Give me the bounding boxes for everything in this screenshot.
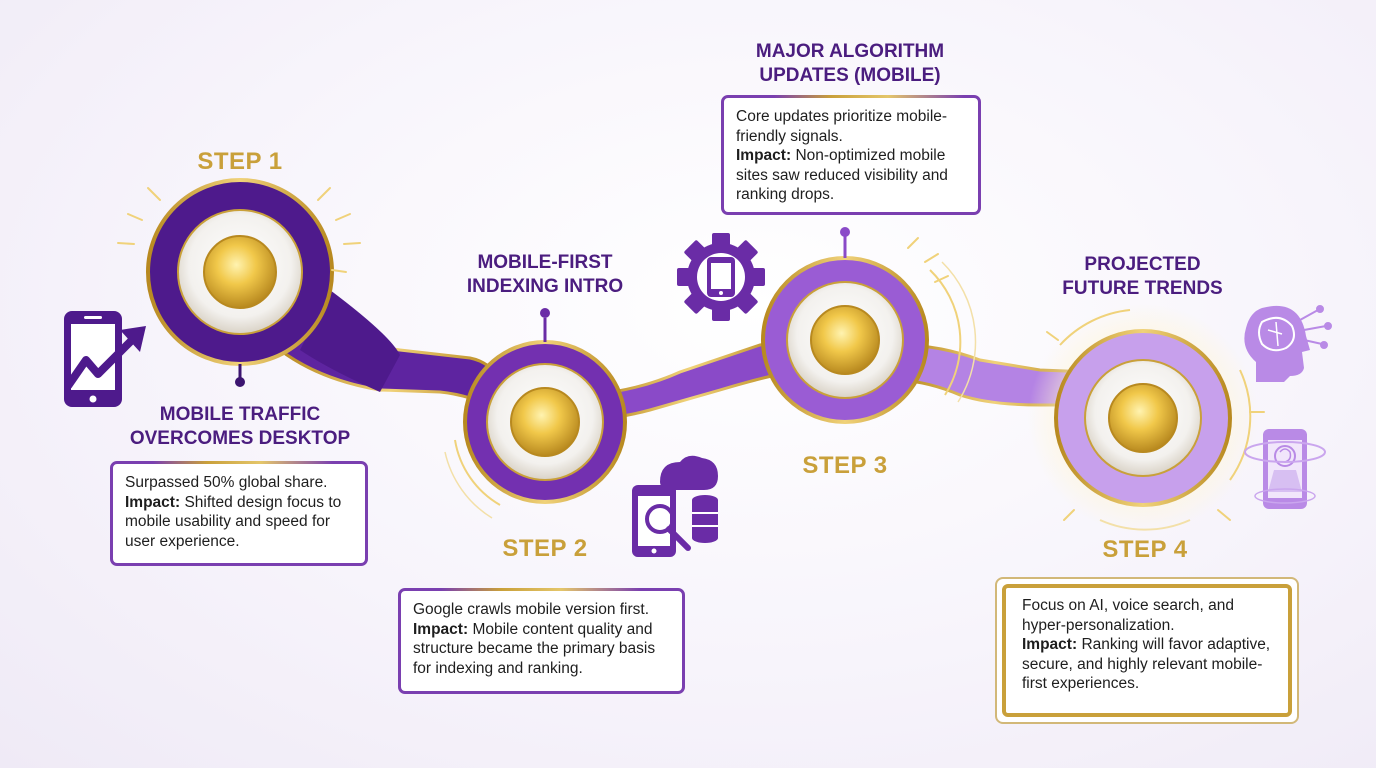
- step-3-label: STEP 3: [802, 452, 888, 479]
- card-accent-bar: [441, 588, 641, 591]
- step-1-label: STEP 1: [197, 148, 283, 175]
- step-3-title: MAJOR ALGORITHM UPDATES (MOBILE): [755, 41, 945, 86]
- step-2-label: STEP 2: [502, 535, 588, 562]
- step-2-title: MOBILE-FIRST INDEXING INTRO: [466, 252, 624, 297]
- step-2-node: [444, 308, 627, 519]
- impact-label: Impact:: [125, 493, 181, 511]
- step-4-title: PROJECTED FUTURE TRENDS: [1062, 254, 1223, 299]
- step-4-node: [1028, 303, 1265, 533]
- impact-label: Impact:: [413, 620, 469, 638]
- impact-label: Impact:: [736, 147, 792, 164]
- holographic-phone-brain-icon: [1244, 429, 1326, 509]
- step-4-label: STEP 4: [1102, 536, 1188, 563]
- gear-smartphone-icon: [677, 233, 765, 321]
- step-4-card: Focus on AI, voice search, and hyper-per…: [995, 577, 1299, 724]
- impact-text: Shifted design focus to mobile usability…: [125, 493, 342, 550]
- step-1-impact: Impact: Shifted design focus to mobile u…: [125, 493, 353, 552]
- step-2-impact: Impact: Mobile content quality and struc…: [413, 620, 670, 679]
- smartphone-trend-icon: [64, 311, 146, 407]
- step-4-impact: Impact: Ranking will favor adaptive, sec…: [1022, 635, 1272, 694]
- card-accent-bar: [153, 461, 333, 464]
- step-3-node: [761, 227, 977, 424]
- step-2-card: Google crawls mobile version first. Impa…: [398, 588, 685, 694]
- step-3-card: Core updates prioritize mobile-friendly …: [721, 95, 981, 215]
- step-1-description: Surpassed 50% global share.: [125, 474, 328, 491]
- card-accent-bar: [774, 95, 964, 98]
- impact-text: Ranking will favor adaptive, secure, and…: [1022, 636, 1271, 692]
- step-4-description: Focus on AI, voice search, and hyper-per…: [1022, 597, 1234, 634]
- impact-text: Mobile content quality and structure bec…: [413, 620, 656, 677]
- step-4-card-inner: Focus on AI, voice search, and hyper-per…: [1002, 584, 1292, 717]
- step-3-description: Core updates prioritize mobile-friendly …: [736, 108, 948, 145]
- mobile-search-cloud-database-icon: [632, 455, 718, 557]
- step-3-impact: Impact: Non-optimized mobile sites saw r…: [736, 146, 966, 205]
- impact-label: Impact:: [1022, 636, 1078, 653]
- step-1-card: Surpassed 50% global share. Impact: Shif…: [110, 461, 368, 566]
- step-1-node: [117, 178, 400, 392]
- impact-text: Non-optimized mobile sites saw reduced v…: [736, 147, 948, 203]
- ai-brain-head-icon: [1244, 305, 1332, 382]
- step-2-description: Google crawls mobile version first.: [413, 601, 650, 618]
- step-1-title: MOBILE TRAFFIC OVERCOMES DESKTOP: [129, 404, 351, 449]
